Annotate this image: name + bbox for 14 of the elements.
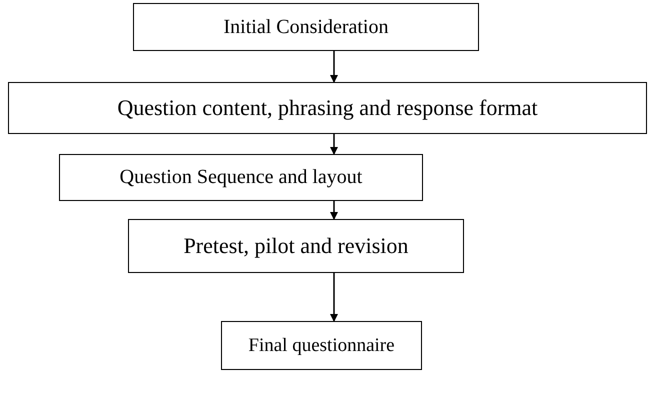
process-box — [128, 219, 464, 273]
arrow — [330, 134, 338, 155]
arrow — [330, 273, 338, 322]
box-label: Pretest, pilot and revision — [184, 233, 408, 259]
process-box — [221, 321, 422, 370]
process-box — [8, 82, 647, 134]
box-label: Question Sequence and layout — [120, 166, 362, 189]
process-box — [133, 3, 479, 51]
box-label: Initial Consideration — [224, 16, 388, 38]
arrow — [330, 51, 338, 83]
process-box — [59, 154, 423, 201]
arrow — [330, 201, 338, 220]
box-label: Question content, phrasing and response format — [117, 95, 538, 121]
box-label: Final questionnaire — [248, 334, 395, 356]
